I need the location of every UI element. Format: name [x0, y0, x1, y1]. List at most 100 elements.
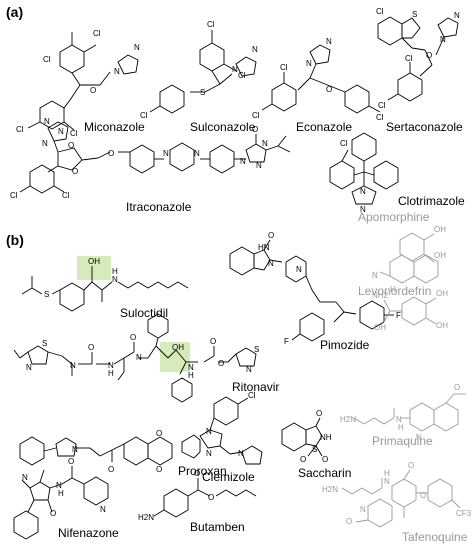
bond: [63, 121, 75, 131]
atom-label-o: O: [50, 509, 56, 518]
bond: [353, 171, 365, 176]
atom-label-n: N: [296, 265, 302, 274]
bond: [71, 477, 85, 485]
structure-suloctidil: S OH N H: [21, 256, 189, 312]
atom-label-cf3: CF3: [456, 509, 472, 518]
atom-label-oh: OH: [434, 251, 446, 260]
bond: [281, 422, 307, 452]
atom-label-o: O: [68, 141, 74, 150]
bond: [55, 437, 77, 457]
atom-label-n: N: [26, 363, 32, 372]
bond: [399, 232, 425, 262]
bond: [153, 509, 165, 517]
bond: [351, 185, 377, 205]
compound-name-nifenazone: Nifenazone: [58, 526, 119, 540]
structure-apomorphine: OH OH N H: [372, 225, 446, 294]
compound-name-proroxan: Proroxan: [178, 464, 227, 478]
structure-ritonavir: S N N O N H O N OH N H O O S N: [13, 313, 259, 403]
bond: [197, 489, 211, 497]
bond: [83, 281, 93, 291]
bond: [13, 349, 21, 359]
bond: [435, 36, 445, 56]
bond: [368, 105, 381, 113]
bond: [401, 296, 427, 326]
atom-label-o: O: [268, 231, 274, 240]
atom-label-n: N: [440, 35, 446, 44]
atom-label-h: H: [112, 267, 118, 276]
bond: [227, 353, 237, 363]
bond: [147, 436, 173, 466]
bond: [343, 311, 357, 315]
bond: [341, 149, 349, 162]
bond: [367, 498, 393, 528]
bond: [387, 93, 399, 101]
atom-label-n: N: [360, 205, 366, 214]
bond: [71, 72, 81, 86]
atom-label-o: O: [210, 337, 216, 346]
atom-label-n: N: [56, 481, 62, 490]
bond: [27, 499, 35, 513]
bond: [69, 84, 81, 101]
structure-sulconazole: Cl Cl Cl S N N: [140, 20, 258, 120]
bond: [271, 82, 297, 112]
bond: [363, 417, 395, 425]
bond: [373, 160, 399, 190]
panel-b-label: (b): [6, 232, 24, 248]
bond: [169, 142, 195, 172]
atom-label-n: N: [396, 415, 402, 424]
bond: [113, 357, 125, 365]
bond: [219, 73, 233, 85]
atom-label-n: N: [22, 473, 28, 482]
bond: [265, 145, 279, 151]
atom-label-oh: OH: [172, 343, 184, 352]
structure-clemizole: Cl N N N: [181, 391, 263, 465]
atom-label-o: O: [68, 457, 74, 466]
bond: [309, 77, 331, 87]
bond: [163, 488, 189, 518]
atom-label-n: N: [262, 139, 268, 148]
atom-label-o: O: [426, 51, 432, 60]
bond: [245, 143, 267, 163]
bond: [53, 185, 65, 193]
bond: [21, 287, 33, 295]
compound-name-clemizole: Clemizole: [202, 470, 255, 484]
bond: [353, 417, 365, 425]
structure-proroxan: N O O O: [19, 429, 173, 474]
atom-label-oh: OH: [374, 323, 386, 332]
atom-label-n: N: [238, 449, 244, 458]
atom-label-n: N: [108, 361, 114, 370]
bond: [99, 449, 113, 457]
compound-name-apomorphine: Apomorphine: [358, 210, 430, 224]
atom-label-n: N: [360, 187, 366, 196]
bond: [229, 246, 255, 276]
atom-label-f: F: [284, 337, 289, 346]
bond: [187, 489, 199, 497]
bond: [29, 164, 55, 194]
compound-name-econazole: Econazole: [296, 120, 353, 134]
compound-name-clotrimazole: Clotrimazole: [398, 194, 465, 208]
bond: [97, 151, 111, 159]
bond: [277, 135, 287, 147]
bond: [403, 469, 411, 480]
compound-name-suloctidil: Suloctidil: [120, 306, 169, 320]
bond: [437, 17, 459, 38]
structure-miconazole: Cl Cl Cl Cl O N N: [16, 29, 140, 138]
bond: [344, 84, 370, 114]
bond: [29, 481, 51, 501]
atom-label-cl: Cl: [16, 125, 24, 134]
bond: [129, 144, 155, 174]
atom-label-o: O: [408, 461, 414, 470]
atom-label-o: O: [108, 465, 114, 474]
atom-label-h: H: [188, 371, 194, 380]
atom-label-cl: Cl: [70, 129, 78, 138]
atom-label-h: H: [398, 423, 404, 432]
bond: [427, 478, 453, 508]
bond: [19, 436, 45, 466]
atom-label-s: S: [44, 290, 49, 299]
atom-label-cl: Cl: [248, 391, 256, 400]
atom-label-oh: OH: [88, 257, 100, 266]
atom-label-n: N: [384, 477, 390, 486]
atom-label-n: N: [100, 505, 106, 514]
bond: [89, 447, 101, 457]
